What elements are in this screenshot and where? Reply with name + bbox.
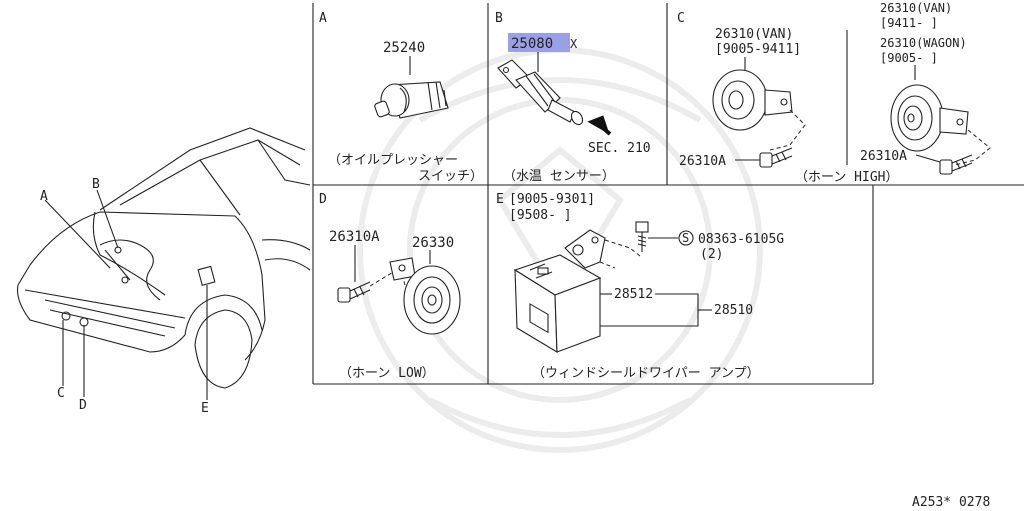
bolt-icon — [939, 154, 973, 175]
panel-c-letter: C — [677, 11, 685, 26]
callout-a: A — [40, 189, 48, 204]
panel-b-letter: B — [495, 11, 503, 26]
screw-symbol-circle — [678, 230, 694, 246]
bolt-icon — [337, 281, 371, 303]
panel-c-wagon-range: [9005- ] — [880, 51, 938, 65]
panel-e-range-1: [9005-9301] — [509, 192, 595, 207]
panel-d-bolt-no[interactable]: 26310A — [329, 229, 380, 245]
panel-c-wagon-no[interactable]: 26310(WAGON) — [880, 36, 967, 50]
oil-pressure-switch-icon — [374, 81, 449, 119]
arrow-icon — [587, 115, 612, 136]
callout-c: C — [57, 386, 65, 401]
panel-d-letter: D — [319, 192, 327, 207]
horn-high-right-icon — [890, 84, 969, 152]
panel-a-caption-2: スイッチ） — [418, 169, 483, 184]
panel-c-left-bolt[interactable]: 26310A — [679, 154, 726, 169]
panel-e-screw-qty: (2) — [700, 247, 723, 262]
part-highlight — [508, 33, 570, 52]
panel-c-caption: （ホーン HIGH） — [795, 170, 898, 185]
panel-b-section-ref[interactable]: SEC. 210 — [588, 141, 651, 156]
car-illustration — [16, 127, 311, 400]
panel-d-caption: （ホーン LOW） — [339, 366, 435, 381]
panel-e-assembly-no[interactable]: 28510 — [714, 303, 753, 318]
panel-c-van-no[interactable]: 26310(VAN) — [715, 27, 793, 42]
panel-e-bracket-no[interactable]: 28512 — [614, 287, 653, 302]
callout-e: E — [201, 401, 209, 416]
horn-high-left-icon — [712, 69, 793, 131]
panel-e-screw-no[interactable]: 08363-6105G — [698, 232, 784, 247]
panel-e-screw-symbol: S — [682, 231, 689, 245]
panel-grid — [312, 3, 1024, 385]
panel-e-letter: E — [496, 192, 504, 207]
horn-low-icon — [389, 257, 461, 335]
panel-b-part-suffix: X — [570, 37, 578, 51]
panel-a-letter: A — [319, 11, 327, 26]
panel-a-caption-1: （オイルプレッシャー — [328, 153, 458, 168]
bolt-icon — [759, 147, 793, 168]
panel-e-range-2: [9508- ] — [509, 208, 572, 223]
panel-b-caption: （水温 センサー） — [503, 169, 615, 184]
panel-b-part-no[interactable]: 25080 — [511, 36, 553, 52]
callout-b: B — [92, 177, 100, 192]
wiper-amp-icon — [513, 254, 602, 353]
panel-c-van-range-2: [9411- ] — [880, 16, 938, 30]
panel-d-horn-no[interactable]: 26330 — [412, 235, 454, 251]
panel-c-van-no-2[interactable]: 26310(VAN) — [880, 1, 952, 15]
panel-e-caption: （ウィンドシールドワイパー アンプ） — [532, 366, 760, 381]
panel-c-van-range: [9005-9411] — [715, 42, 801, 57]
callout-d: D — [79, 398, 87, 413]
panel-c-right-bolt[interactable]: 26310A — [860, 149, 907, 164]
footer-code: A253* 0278 — [912, 495, 990, 510]
water-temp-sensor-icon — [497, 59, 584, 126]
screw-icon — [635, 221, 649, 252]
bracket-icon — [564, 229, 606, 269]
panel-a-part-no[interactable]: 25240 — [383, 40, 425, 56]
